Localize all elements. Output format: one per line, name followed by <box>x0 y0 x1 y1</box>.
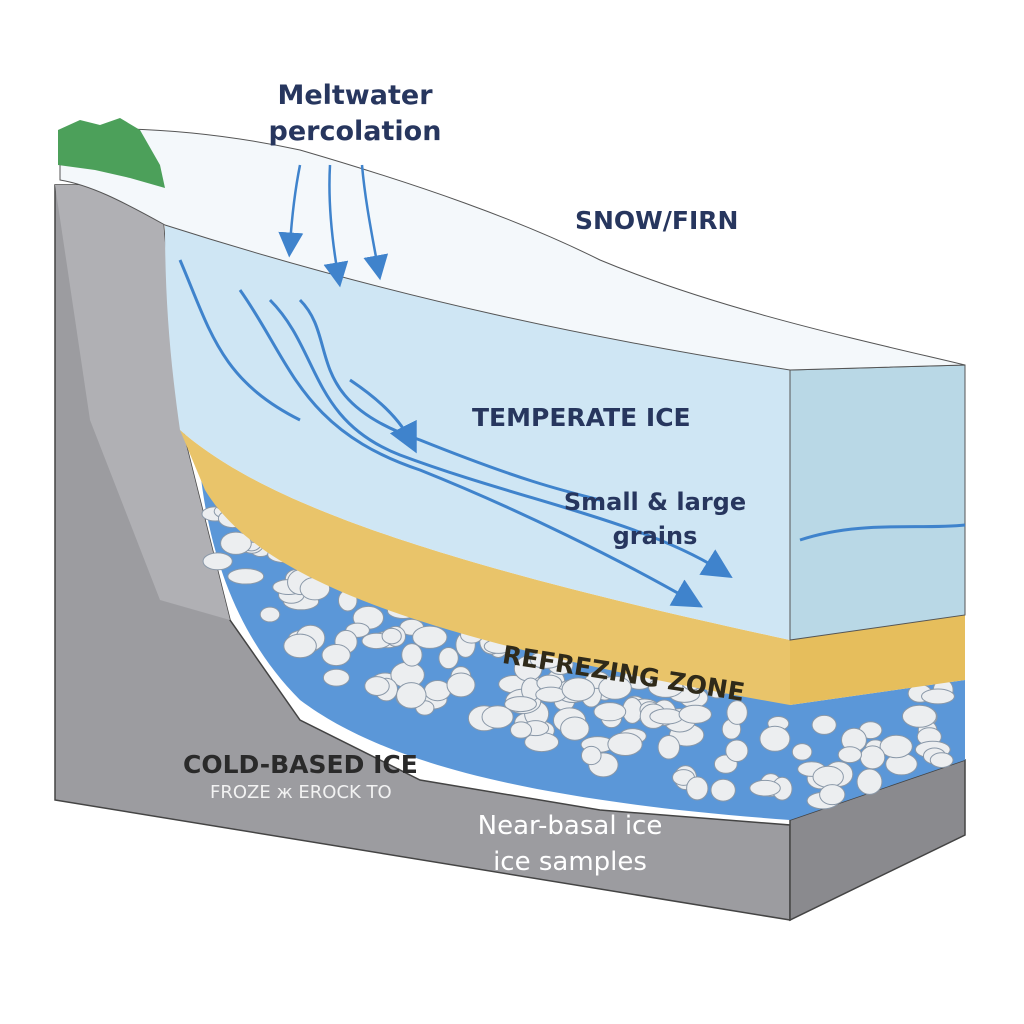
label-line: Near-basal ice <box>477 811 663 841</box>
snow-firn-label: SNOW/FIRN <box>575 206 739 235</box>
boulder <box>283 633 317 659</box>
boulder <box>856 768 883 795</box>
boulder <box>381 627 402 645</box>
boulder <box>812 765 844 788</box>
boulder <box>438 646 459 670</box>
meltwater-percolation-label: Meltwater percolation <box>250 78 460 150</box>
label-line: percolation <box>268 116 442 147</box>
boulder <box>524 732 560 753</box>
boulder <box>401 643 423 667</box>
boulder <box>510 721 533 739</box>
boulder <box>321 644 351 667</box>
refreezing-zone-band <box>180 430 790 705</box>
label-line: ice samples <box>493 847 647 877</box>
cold-based-ice-label: COLD-BASED ICE <box>183 750 418 779</box>
near-basal-ice-label: Near-basal ice ice samples <box>455 808 685 880</box>
boulder <box>649 708 684 725</box>
boulder <box>446 672 476 698</box>
boulder <box>227 568 265 585</box>
boulder <box>535 686 567 703</box>
boulder <box>901 704 937 728</box>
boulder <box>561 677 595 702</box>
boulder <box>686 776 709 801</box>
boulder <box>412 625 448 649</box>
bedrock-left-cliff <box>55 185 230 620</box>
bedrock-side <box>789 758 966 922</box>
boulder <box>657 735 681 760</box>
boulder <box>921 688 955 705</box>
vegetation <box>58 118 165 188</box>
boulder <box>504 696 537 713</box>
boulder <box>749 779 781 797</box>
boulder <box>819 784 846 806</box>
boulder <box>202 552 233 571</box>
boulder <box>580 745 602 766</box>
temperate-ice-side <box>789 364 966 641</box>
boulder <box>879 734 913 759</box>
label-line: grains <box>612 522 698 550</box>
boulder <box>598 675 632 700</box>
boulder <box>481 705 514 729</box>
label-line: Meltwater <box>277 80 433 111</box>
boulder <box>678 704 712 724</box>
boulder <box>593 702 627 722</box>
label-line: Small & large <box>563 488 747 516</box>
boulder <box>710 778 736 802</box>
boulder <box>859 745 886 770</box>
boulder <box>259 606 281 623</box>
grains-label: Small & large grains <box>555 485 755 553</box>
boulder <box>220 531 252 555</box>
boulder <box>364 676 390 696</box>
boulder <box>607 732 643 757</box>
meltwater-arrows <box>278 164 389 288</box>
boulder <box>322 668 350 687</box>
boulder <box>791 743 813 761</box>
boulder <box>560 716 590 741</box>
boulder <box>759 725 791 752</box>
boulder <box>929 752 954 768</box>
refreezing-zone-side <box>790 615 965 705</box>
ice-flow-lines <box>178 259 966 608</box>
cold-based-ice-sublabel: FROZE ж EROCK TO <box>210 782 392 803</box>
snow-firn-surface <box>59 128 966 371</box>
boulder <box>725 739 749 763</box>
boulder <box>811 714 837 735</box>
boulder <box>396 682 427 709</box>
boulder <box>837 746 862 764</box>
temperate-ice-front <box>165 225 790 640</box>
boulder <box>726 700 748 725</box>
temperate-ice-label: TEMPERATE ICE <box>472 403 691 432</box>
